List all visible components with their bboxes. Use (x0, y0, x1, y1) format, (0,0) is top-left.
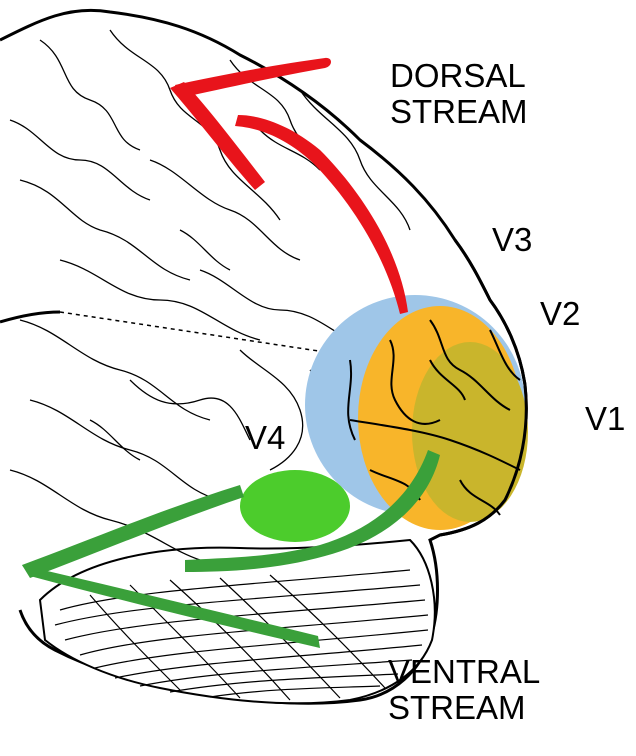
v2-label: V2 (540, 296, 580, 332)
v1-label: V1 (585, 401, 625, 437)
dorsal-stream-arrow (170, 58, 408, 314)
v4-label: V4 (245, 420, 285, 456)
dorsal-label-line1: DORSAL (390, 58, 528, 94)
ventral-label-line2: STREAM (388, 690, 540, 726)
v3-label: V3 (492, 222, 532, 258)
sulcus-dashed-line (60, 312, 345, 355)
dorsal-arrowhead-upper (175, 58, 331, 98)
dorsal-label-line2: STREAM (390, 94, 528, 130)
v1-region (412, 342, 528, 522)
lateral-sulcus (0, 312, 60, 322)
ventral-stream-label: VENTRAL STREAM (388, 654, 540, 726)
dorsal-arrowhead-lower (170, 82, 265, 190)
ventral-label-line1: VENTRAL (388, 654, 540, 690)
v4-region (240, 470, 350, 542)
dorsal-stream-label: DORSAL STREAM (390, 58, 528, 130)
dorsal-stream-curve (235, 115, 408, 314)
